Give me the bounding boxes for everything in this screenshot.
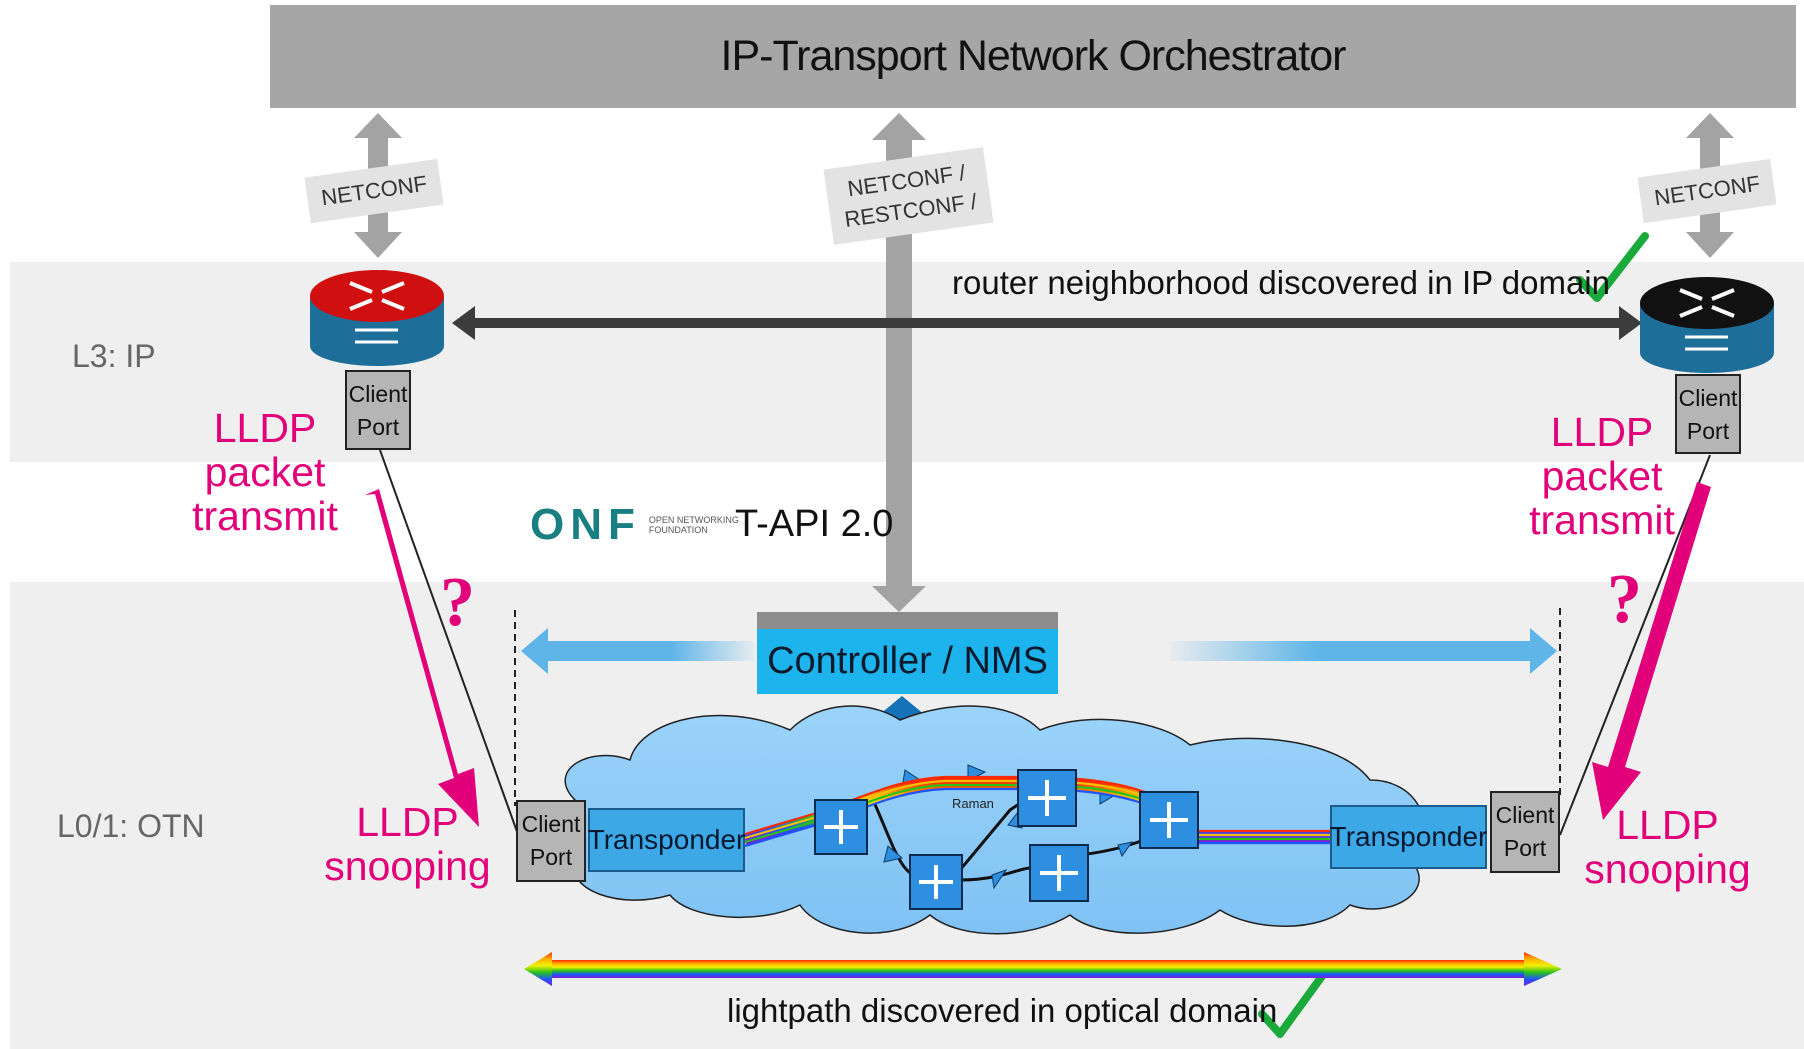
netconf-label-right: NETCONF [1652, 170, 1762, 211]
tapi-label: T-API 2.0 [735, 503, 894, 545]
domain-arrow-left [521, 628, 755, 674]
netconf-label-left: NETCONF [319, 170, 429, 211]
domain-arrow-right [1170, 628, 1557, 674]
controller-label: Controller / NMS [767, 640, 1048, 682]
optical-node-4 [1029, 844, 1089, 902]
onf-logo-mark: ONF [530, 500, 641, 549]
router-neighbor-arrow [452, 306, 1642, 340]
lldp-transmit-left: LLDP packet transmit [192, 405, 338, 539]
question-icon-right: ? [1607, 561, 1642, 638]
orchestrator-bar: IP-Transport Network Orchestrator [270, 5, 1796, 108]
optical-node-3 [1017, 769, 1077, 827]
optical-node-2 [909, 854, 963, 910]
check-icon-optical [1258, 968, 1329, 1038]
tapi-arrow-center [872, 113, 926, 612]
lightpath-label: lightpath discovered in optical domain [727, 992, 1278, 1029]
router-icon-right [1640, 277, 1774, 373]
controller-nms: Controller / NMS [757, 612, 1058, 694]
optical-node-5 [1139, 791, 1199, 849]
lldp-arrow-right [1592, 482, 1711, 820]
onf-logo: ONF OPEN NETWORKING FOUNDATION [530, 500, 739, 550]
question-icon-left: ? [440, 564, 475, 641]
orchestrator-title: IP-Transport Network Orchestrator [720, 32, 1347, 80]
raman-label: Raman [952, 796, 994, 811]
optical-node-1 [814, 799, 868, 855]
optical-node-icons [814, 769, 1199, 910]
onf-logo-line2: FOUNDATION [648, 525, 708, 535]
layer-label-otn: L0/1: OTN [57, 808, 205, 844]
lightpath-double-arrow [524, 952, 1562, 986]
lldp-snooping-left: LLDP snooping [324, 799, 491, 889]
check-icon-ip [1576, 232, 1649, 302]
router-neighborhood-label: router neighborhood discovered in IP dom… [952, 264, 1610, 301]
fiber-right [1559, 454, 1711, 836]
question-mark-right: ? [1607, 561, 1642, 638]
router-icon-left [310, 270, 444, 366]
layer-label-l3: L3: IP [72, 338, 156, 374]
lldp-transmit-right: LLDP packet transmit [1529, 409, 1675, 543]
network-cloud [548, 705, 1425, 935]
question-mark-left: ? [440, 564, 475, 641]
transponder-left-label: Transponder [587, 824, 746, 855]
lldp-snooping-right: LLDP snooping [1584, 802, 1751, 892]
transponder-right: Transponder [1330, 805, 1487, 869]
fiber-left [379, 449, 521, 841]
transponder-right-label: Transponder [1329, 821, 1488, 852]
onf-logo-line1: OPEN NETWORKING [648, 515, 739, 525]
transponder-left: Transponder [588, 808, 745, 872]
lldp-arrow-left [365, 489, 479, 827]
